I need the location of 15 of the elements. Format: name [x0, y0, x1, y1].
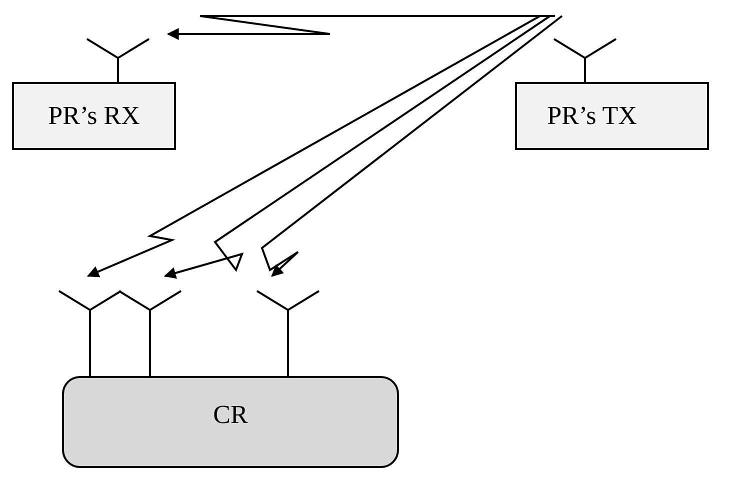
- signal-arrow: [166, 15, 555, 40]
- antenna-icon: [118, 290, 182, 376]
- antenna-icon: [553, 38, 617, 82]
- signal-arrow: [86, 15, 540, 278]
- receiver-box: [12, 82, 176, 150]
- node-label: CR: [213, 400, 248, 430]
- signal-arrow: [260, 15, 563, 277]
- cognitive-radio-box: [62, 376, 399, 468]
- node-label: PR’s RX: [48, 101, 140, 131]
- signal-arrow: [164, 15, 551, 279]
- antenna-icon: [86, 38, 150, 82]
- antenna-icon: [58, 290, 122, 376]
- node-label: PR’s TX: [547, 101, 637, 131]
- antenna-icon: [256, 290, 320, 376]
- transmitter-box: [515, 82, 709, 150]
